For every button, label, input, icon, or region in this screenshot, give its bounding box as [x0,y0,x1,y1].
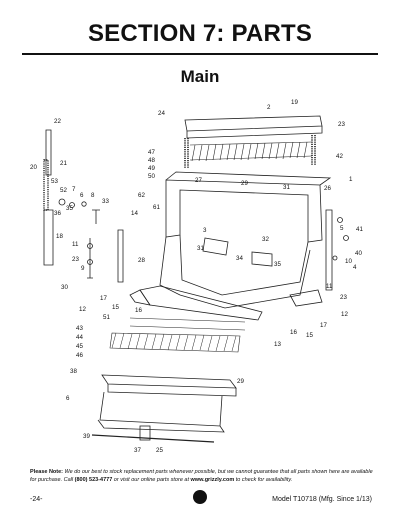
callout: 53 [51,178,58,185]
callout: 43 [76,325,83,332]
callout: 22 [54,118,61,125]
callout: 16 [135,307,142,314]
note-text-1: We do our best to stock replacement part… [30,469,373,483]
title-rule [22,53,378,55]
callout: 45 [76,343,83,350]
callout: 11 [326,283,333,290]
callout: 49 [148,165,155,172]
callout: 41 [356,226,363,233]
parts-diagram: 19 2 24 23 22 47 48 49 50 42 21 20 53 52… [30,99,363,454]
callout: 23 [72,256,79,263]
callout: 12 [341,311,348,318]
callout: 9 [81,265,85,272]
part-callouts: 19 2 24 23 22 47 48 49 50 42 21 20 53 52… [30,99,363,454]
callout: 62 [138,192,145,199]
callout: 35 [274,261,281,268]
callout: 23 [340,294,347,301]
bear-logo-icon [193,490,207,504]
callout: 1 [349,176,353,183]
callout: 31 [283,184,290,191]
callout: 27 [195,177,202,184]
callout: 30 [61,284,68,291]
callout: 51 [103,314,110,321]
callout: 21 [60,160,67,167]
diagram-drawing [43,115,349,443]
callout: 31 [197,245,204,252]
callout: 2 [267,104,271,111]
callout: 20 [30,164,37,171]
callout: 19 [291,99,298,106]
callout: 46 [76,352,83,359]
callout: 50 [148,173,155,180]
callout: 36 [54,210,61,217]
model-info: Model T10718 (Mfg. Since 1/13) [272,496,372,503]
callout: 48 [148,157,155,164]
callout: 11 [72,241,79,248]
callout: 14 [131,210,138,217]
note-text-3: to check for availability. [234,477,293,483]
callout: 32 [262,236,269,243]
note-label: Please Note: [30,469,64,475]
callout: 24 [158,110,165,117]
availability-note: Please Note: We do our best to stock rep… [30,468,375,484]
callout: 37 [134,447,141,454]
note-text-2: or visit our online parts store at [112,477,191,483]
callout: 29 [237,378,244,385]
callout: 38 [70,368,77,375]
callout: 3 [203,227,207,234]
callout: 42 [336,153,343,160]
page-number: -24- [30,496,43,503]
callout: 52 [60,187,67,194]
callout: 17 [100,295,107,302]
callout: 34 [236,255,243,262]
callout: 47 [148,149,155,156]
section-title: SECTION 7: PARTS [87,20,313,47]
callout: 33 [102,198,109,205]
callout: 40 [355,250,362,257]
callout: 7 [72,186,76,193]
callout: 5 [340,225,344,232]
callout: 8 [91,192,95,199]
note-url: www.grizzly.com [190,477,235,483]
callout: 15 [112,304,119,311]
callout: 13 [274,341,281,348]
callout: 25 [156,447,163,454]
callout: 35 [66,205,73,212]
callout: 15 [306,332,313,339]
callout: 12 [79,306,86,313]
callout: 23 [338,121,345,128]
diagram-title: Main [180,67,220,86]
callout: 26 [324,185,331,192]
callout: 17 [320,322,327,329]
callout: 4 [353,264,357,271]
callout: 16 [290,329,297,336]
callout: 28 [138,257,145,264]
callout: 10 [345,258,352,265]
callout: 6 [66,395,70,402]
callout: 44 [76,334,83,341]
callout: 29 [241,180,248,187]
callout: 39 [83,433,90,440]
callout: 61 [153,204,160,211]
callout: 18 [56,233,63,240]
note-phone: (800) 523-4777 [74,477,113,483]
callout: 6 [80,192,84,199]
